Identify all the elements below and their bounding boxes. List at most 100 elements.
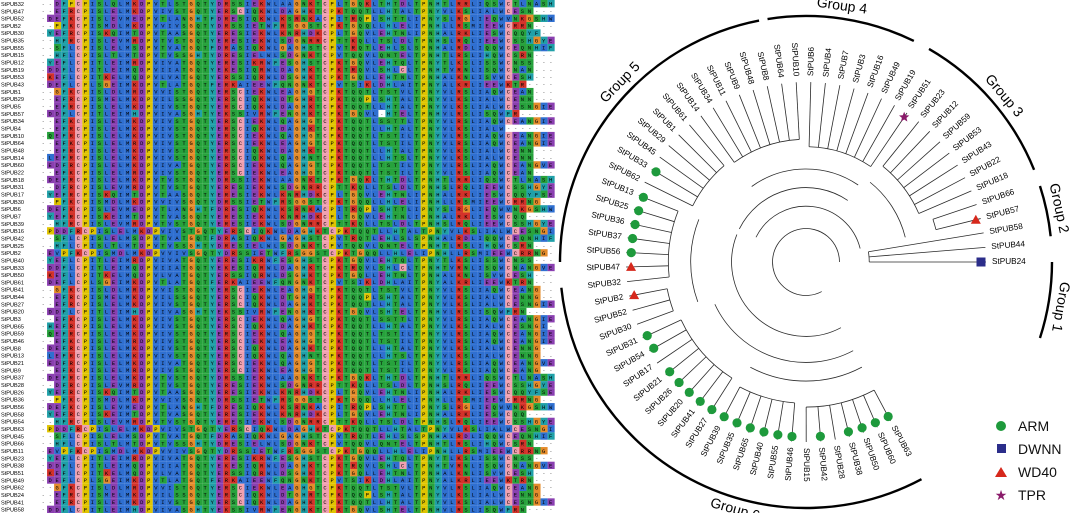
residue-letter: N [535, 229, 538, 235]
residue-letter: D [140, 90, 143, 96]
gap-cell: - [542, 199, 545, 205]
residue-letter: C [507, 53, 510, 59]
residue-letter: P [84, 192, 87, 198]
gap-cell: - [535, 60, 538, 66]
residue-letter: L [471, 134, 474, 140]
residue-letter: L [105, 60, 108, 66]
residue-letter: G [197, 229, 200, 235]
residue-letter: H [302, 68, 305, 74]
residue-letter: S [98, 104, 101, 110]
residue-letter: S [239, 112, 242, 118]
residue-letter: Q [486, 236, 489, 242]
residue-letter: E [253, 214, 256, 220]
residue-letter: F [507, 112, 510, 118]
residue-letter: S [175, 156, 178, 162]
residue-letter: C [323, 46, 326, 52]
residue-letter: S [98, 236, 101, 242]
residue-letter: Q [521, 214, 524, 220]
gap-cell: - [542, 31, 545, 37]
residue-letter: P [422, 148, 425, 154]
residue-letter: E [493, 185, 496, 191]
residue-letter: P [84, 148, 87, 154]
residue-letter: L [338, 2, 341, 8]
residue-letter: Q [197, 68, 200, 74]
residue-letter: C [84, 229, 87, 235]
residue-letter: L [105, 46, 108, 52]
residue-letter: E [253, 24, 256, 30]
residue-letter: E [253, 53, 256, 59]
residue-letter: L [443, 24, 446, 30]
residue-letter: Q [197, 141, 200, 147]
residue-letter: G [189, 16, 192, 22]
residue-letter: D [288, 185, 291, 191]
residue-letter: I [161, 104, 164, 110]
residue-letter: D [288, 222, 291, 228]
residue-letter: G [295, 222, 298, 228]
residue-letter: S [464, 170, 467, 176]
residue-letter: N [302, 82, 305, 88]
gap-cell: - [542, 214, 545, 220]
residue-letter: S [493, 214, 496, 220]
residue-letter: S [239, 75, 242, 81]
residue-letter: P [330, 75, 333, 81]
residue-letter: S [133, 236, 136, 242]
residue-letter: E [253, 185, 256, 191]
residue-letter: H [387, 2, 390, 8]
residue-letter: G [295, 200, 298, 206]
residue-letter: N [528, 104, 531, 110]
residue-letter: N [528, 200, 531, 206]
residue-letter: P [84, 68, 87, 74]
residue-letter: L [408, 2, 411, 8]
residue-letter: G [295, 156, 298, 162]
residue-letter: H [302, 31, 305, 37]
residue-letter: L [450, 97, 453, 103]
residue-letter: I [161, 97, 164, 103]
residue-letter: Q [197, 75, 200, 81]
residue-letter: E [112, 178, 115, 184]
residue-letter: P [330, 9, 333, 15]
residue-letter: E [112, 214, 115, 220]
residue-letter: I [479, 9, 482, 15]
residue-letter: L [380, 126, 383, 132]
residue-letter: M [126, 46, 129, 52]
residue-letter: D [119, 251, 122, 257]
residue-letter: L [394, 46, 397, 52]
residue-letter: I [542, 119, 545, 125]
gap-cell: - [42, 199, 45, 205]
residue-letter: S [98, 163, 101, 169]
residue-letter: D [48, 207, 51, 213]
residue-letter: S [387, 163, 390, 169]
residue-letter: I [415, 16, 418, 22]
residue-letter: C [77, 60, 80, 66]
residue-letter: L [408, 200, 411, 206]
residue-letter: S [246, 251, 249, 257]
residue-letter: Q [359, 214, 362, 220]
residue-letter: E [218, 163, 221, 169]
gap-cell: - [49, 46, 52, 52]
residue-letter: E [218, 38, 221, 44]
residue-letter: G [295, 82, 298, 88]
residue-letter: P [330, 16, 333, 22]
residue-letter: S [521, 75, 524, 81]
residue-letter: L [408, 141, 411, 147]
residue-letter: E [549, 104, 552, 110]
residue-letter: D [281, 68, 284, 74]
residue-letter: P [338, 251, 341, 257]
residue-letter: S [175, 9, 178, 15]
residue-letter: H [387, 24, 390, 30]
residue-letter: H [56, 53, 59, 59]
residue-letter: L [408, 214, 411, 220]
residue-letter: P [330, 214, 333, 220]
residue-letter: L [380, 200, 383, 206]
residue-letter: S [281, 185, 284, 191]
residue-letter: D [281, 97, 284, 103]
residue-letter: C [323, 31, 326, 37]
residue-letter: S [239, 38, 242, 44]
residue-letter: S [98, 82, 101, 88]
residue-letter: C [77, 244, 80, 250]
residue-letter: N [514, 207, 517, 213]
residue-letter: L [408, 46, 411, 52]
residue-letter: S [98, 207, 101, 213]
residue-letter: P [422, 38, 425, 44]
residue-letter: C [323, 75, 326, 81]
